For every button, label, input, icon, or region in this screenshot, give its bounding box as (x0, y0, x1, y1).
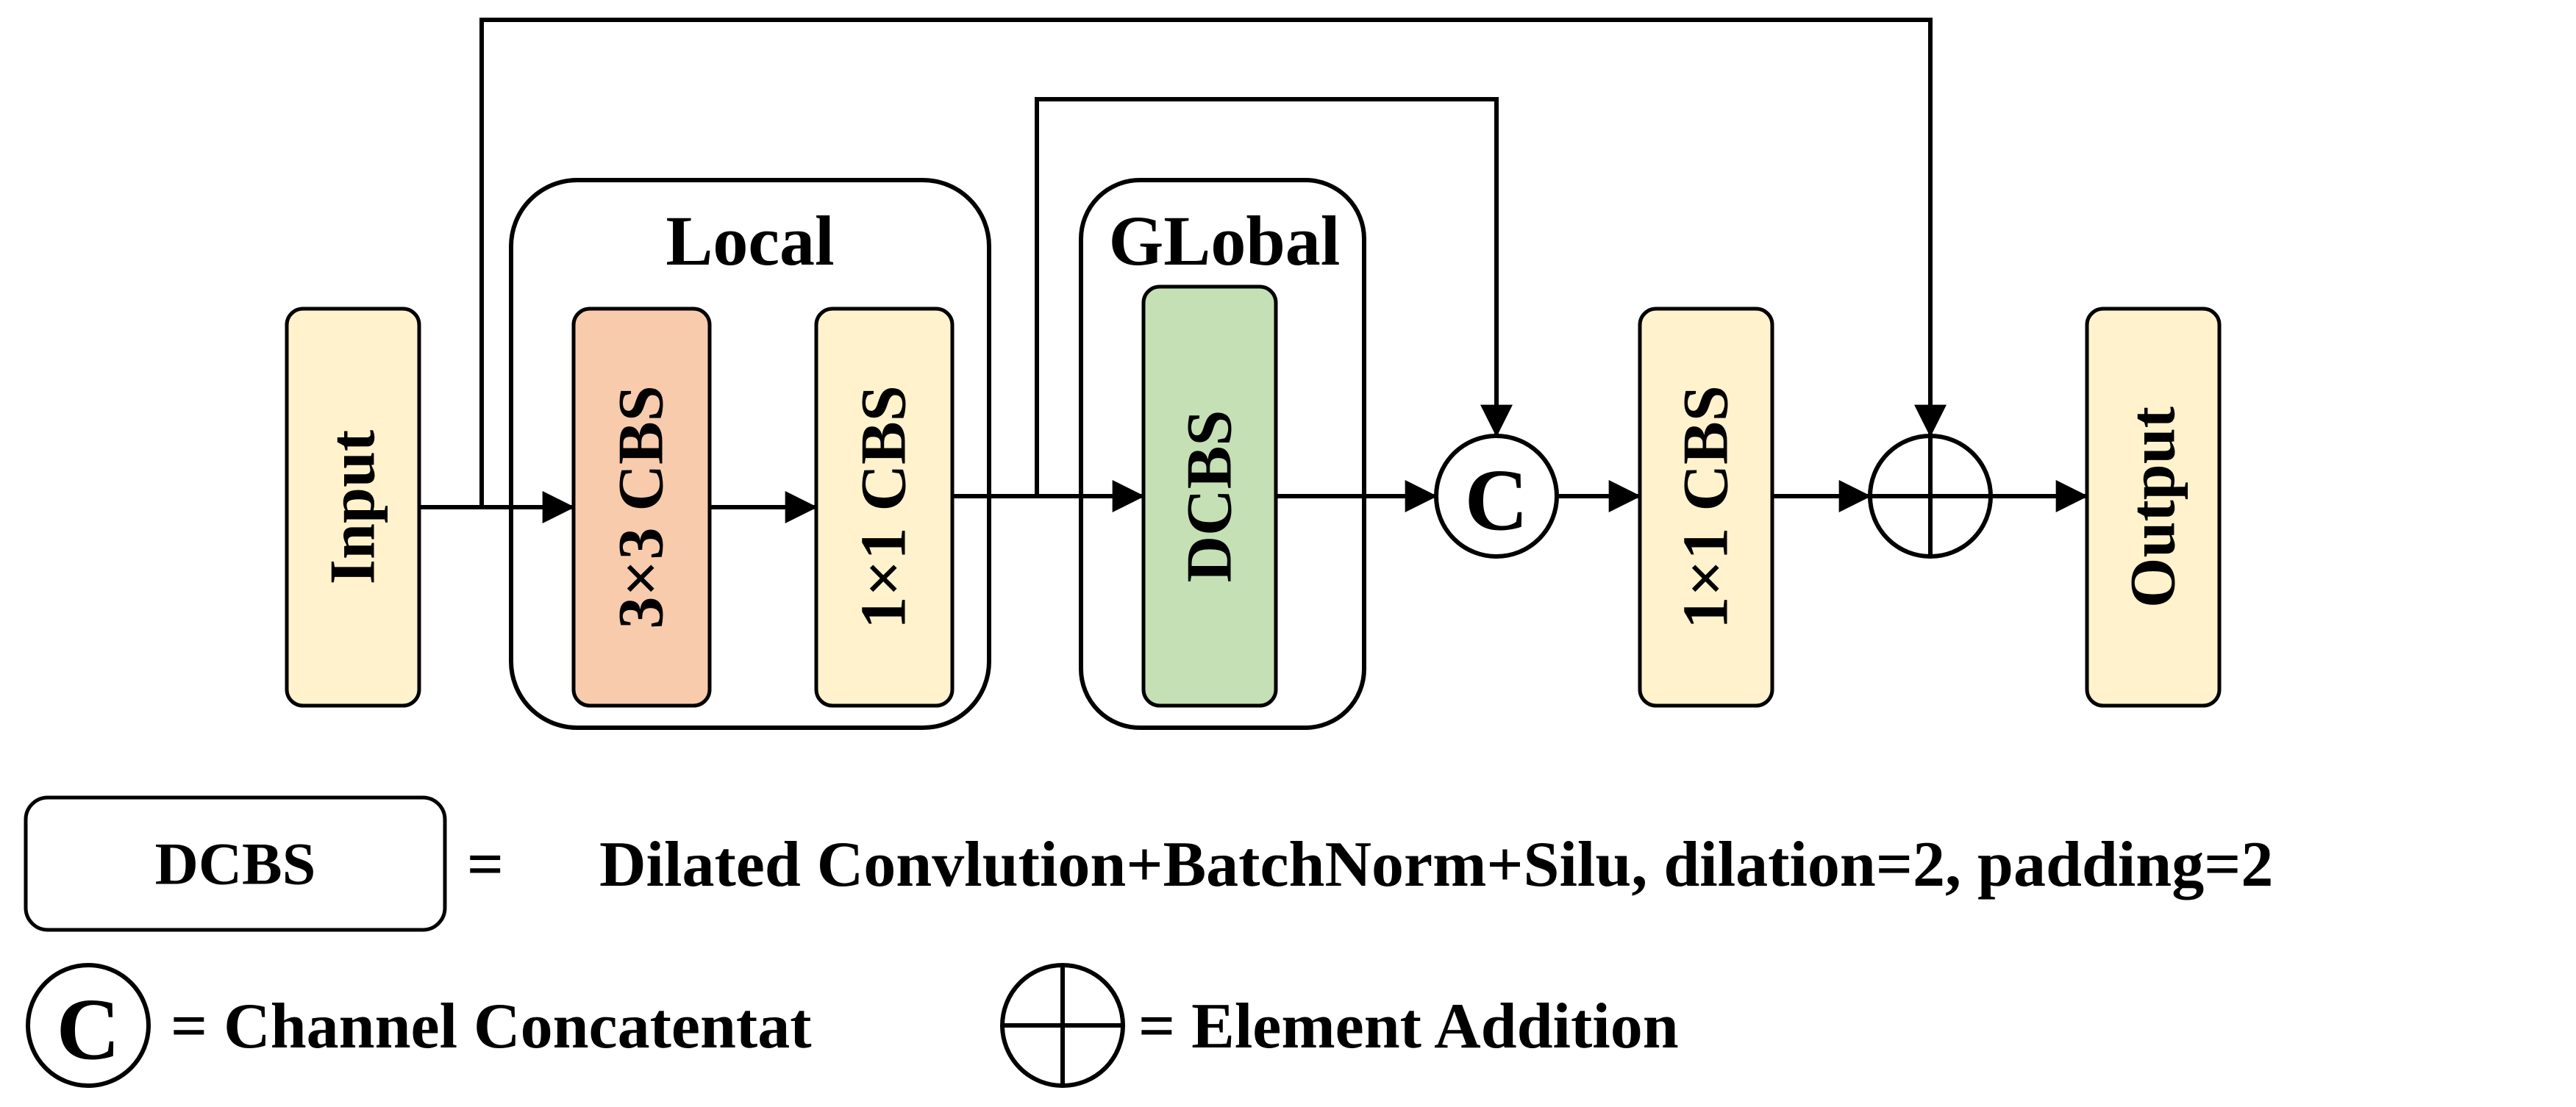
legend-add-node (1000, 963, 1125, 1088)
dcbs-label: DCBS (1174, 410, 1246, 583)
conv3x3-cbs-label: 3×3 CBS (606, 385, 677, 628)
global-group-label: GLobal (1109, 201, 1341, 280)
local-group-box (509, 178, 991, 730)
global-group-box (1079, 178, 1366, 730)
output-label: Output (2118, 406, 2189, 608)
local-group-label: Local (666, 201, 834, 280)
input-label: Input (318, 430, 389, 584)
conv1x1-cbs-local-label: 1×1 CBS (849, 385, 920, 628)
element-addition-node (1868, 434, 1993, 559)
skip-local-to-concat (1035, 97, 1513, 496)
legend-dcbs-box-label: DCBS (155, 831, 316, 898)
legend-dcbs-description: Dilated Convlution+BatchNorm+Silu, dilat… (599, 829, 2273, 900)
legend-concat-description: = Channel Concatentat (171, 991, 812, 1062)
conv1x1-cbs-output-label: 1×1 CBS (1671, 385, 1742, 628)
legend-add-description: = Element Addition (1138, 991, 1679, 1062)
legend-dcbs-equals: = (467, 829, 504, 900)
skip-input-to-add (479, 18, 1947, 507)
legend-concat-node (26, 963, 151, 1088)
connections (419, 18, 2088, 523)
concat-symbol: C (1465, 451, 1529, 549)
legend-dcbs-box (24, 795, 447, 932)
legend-concat-symbol: C (57, 981, 121, 1078)
